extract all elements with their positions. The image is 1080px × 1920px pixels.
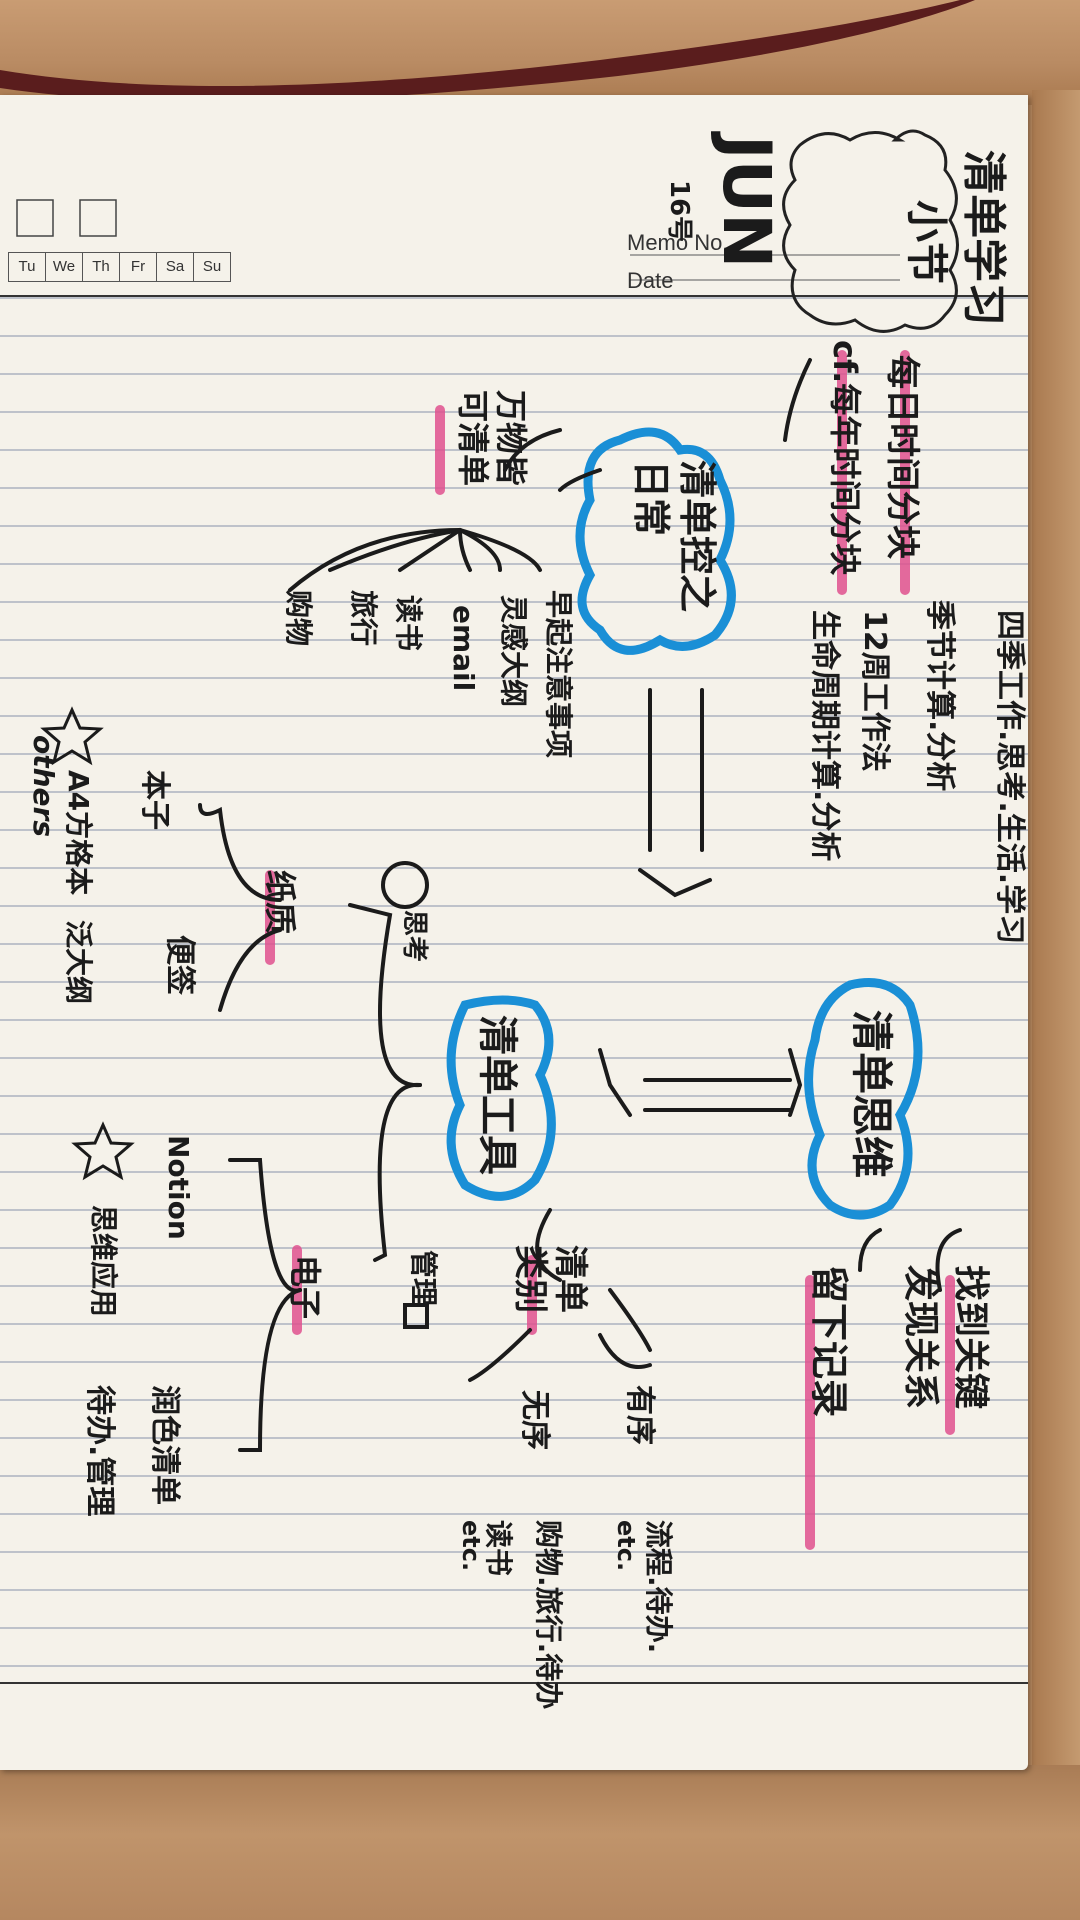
paper: 纸质 xyxy=(261,870,299,935)
branch-item: 早起注意事项 xyxy=(542,590,575,759)
star-icon xyxy=(71,1121,135,1181)
season-plan: 季节计算.分析 xyxy=(922,600,957,792)
electronic: 电子 xyxy=(286,1255,324,1320)
keep-record: 留下记录 xyxy=(807,1265,851,1418)
life-plan: 生命周期计算.分析 xyxy=(807,610,842,862)
branch-item: 读书 xyxy=(392,595,425,652)
center-top: 清单控之日常 xyxy=(629,460,719,613)
idea-label: 思考 xyxy=(399,910,429,963)
weekday: Tu xyxy=(8,252,46,282)
wood-background-right xyxy=(1032,90,1080,1790)
title: 清单学习 xyxy=(958,150,1009,326)
branch-item: 灵感大纲 xyxy=(497,595,530,708)
detailed: 润色清单 xyxy=(147,1385,182,1505)
ordered-etc: etc. xyxy=(612,1520,640,1572)
weekday: Th xyxy=(83,252,120,282)
unordered-items: 购物.旅行.待办 xyxy=(532,1520,565,1710)
ordered: 有序 xyxy=(622,1385,657,1445)
bookmark-ribbon xyxy=(0,0,975,102)
weekday: Sa xyxy=(157,252,194,282)
branch-item: 旅行 xyxy=(347,590,380,647)
notion: Notion xyxy=(162,1135,195,1240)
week12: 12周工作法 xyxy=(857,610,892,772)
daily-block: 每日时间分块 xyxy=(882,355,922,559)
mindmap: 思维应用 xyxy=(87,1205,120,1318)
categories: 清单类别 xyxy=(510,1245,590,1313)
unordered-etc: etc. xyxy=(457,1520,485,1572)
branch-item: 购物 xyxy=(282,590,315,647)
outline: 泛大纲 xyxy=(62,920,95,1005)
ordered-items: 流程.待办. xyxy=(642,1520,675,1654)
memo-label: Memo No. xyxy=(627,230,729,255)
branch-item: email xyxy=(447,605,480,692)
find-key: 找到关键 xyxy=(950,1265,991,1410)
sticky: 便签 xyxy=(162,935,197,995)
date-label: Date xyxy=(627,268,674,293)
weekday: Fr xyxy=(120,252,157,282)
todo: 待办.管理 xyxy=(82,1385,117,1517)
weekday-header: Tu We Th Fr Sa Su xyxy=(8,252,231,282)
subtitle: 小节 xyxy=(902,200,951,285)
author: JUN xyxy=(708,135,785,269)
four-seasons: 四季工作.思考.生活.学习 xyxy=(992,610,1027,945)
wood-background-bottom xyxy=(0,1765,1080,1920)
manage: 管理 xyxy=(407,1250,440,1307)
ruled-lines xyxy=(0,297,1028,1667)
weekday: We xyxy=(46,252,83,282)
notebook: 本子 xyxy=(137,770,172,830)
others: others xyxy=(27,735,60,838)
unordered: 无序 xyxy=(517,1390,552,1450)
a4: A4方格本 xyxy=(62,770,95,896)
tools: 清单工具 xyxy=(474,1015,520,1175)
daily-block-sub: cf.每年时间分块 xyxy=(826,340,864,576)
unordered-items2: 读书 xyxy=(482,1520,515,1577)
weekday: Su xyxy=(194,252,231,282)
find-relation: 发现关系 xyxy=(900,1265,941,1410)
date: 16号 xyxy=(664,180,694,243)
thinking: 清单思维 xyxy=(847,1010,896,1179)
errands: 万物皆可清单 xyxy=(454,390,530,487)
star-icon xyxy=(40,706,104,766)
